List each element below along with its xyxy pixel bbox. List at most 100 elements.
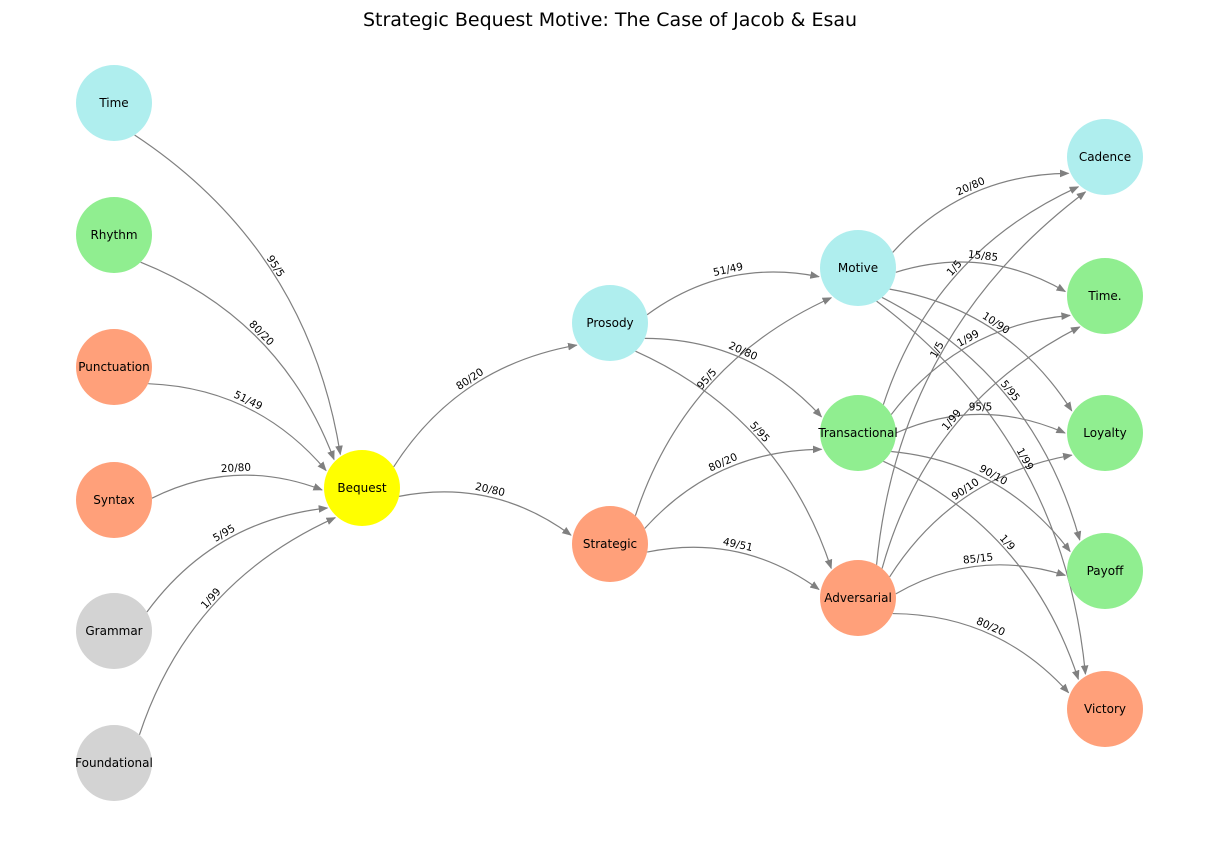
node-circle [76, 725, 152, 801]
node-label: Cadence [1079, 150, 1131, 164]
node-syntax: Syntax [76, 462, 152, 538]
node-label: Bequest [337, 481, 386, 495]
edge-time-bequest [134, 134, 343, 456]
node-label: Victory [1084, 702, 1126, 716]
edge-motive-victory [876, 300, 1089, 676]
edge-adversarial-cadence [875, 191, 1087, 565]
nodes-layer: TimeRhythmPunctuationSyntaxGrammarFounda… [75, 65, 1143, 801]
node-label: Time [98, 96, 128, 110]
node-circle [1067, 119, 1143, 195]
edge-punctuation-bequest [148, 383, 327, 472]
edge-adversarial-payoff [895, 564, 1067, 595]
edge-weight-label: 20/80 [954, 175, 987, 198]
node-strategic: Strategic [572, 506, 648, 582]
edge-weight-label: 1/9 [997, 533, 1017, 554]
node-label: Payoff [1087, 564, 1124, 578]
node-payoff: Payoff [1067, 533, 1143, 609]
node-circle [76, 329, 152, 405]
node-label: Transactional [817, 426, 897, 440]
node-punctuation: Punctuation [76, 329, 152, 405]
node-circle [1067, 258, 1143, 334]
edge-weight-label: 95/5 [695, 366, 720, 392]
node-circle [572, 285, 648, 361]
edge-strategic-transactional [644, 445, 823, 529]
node-label: Motive [838, 261, 878, 275]
node-label: Time. [1087, 289, 1121, 303]
edge-weight-label: 80/20 [707, 451, 740, 474]
node-circle [1067, 671, 1143, 747]
edge-weight-label: 1/99 [940, 407, 964, 433]
node-foundational: Foundational [75, 725, 153, 801]
edge-weight-label: 1/99 [1014, 446, 1036, 472]
edge-transactional-time2 [890, 312, 1071, 415]
edge-motive-payoff [881, 296, 1082, 541]
edge-strategic-adversarial [647, 546, 820, 591]
edge-strategic-motive [634, 297, 833, 516]
node-cadence: Cadence [1067, 119, 1143, 195]
diagram-title: Strategic Bequest Motive: The Case of Ja… [363, 9, 857, 31]
node-label: Adversarial [824, 591, 892, 605]
node-circle [572, 506, 648, 582]
edge-weight-label: 80/20 [246, 318, 276, 348]
node-circle [324, 450, 400, 526]
node-circle [1067, 395, 1143, 471]
node-circle [76, 593, 152, 669]
edge-weight-label: 20/80 [474, 481, 506, 499]
edge-prosody-transactional [644, 337, 823, 418]
node-circle [1067, 533, 1143, 609]
edge-weight-label: 51/49 [232, 389, 264, 413]
edge-adversarial-loyalty [889, 452, 1073, 578]
edge-foundational-bequest [138, 517, 337, 735]
node-loyalty: Loyalty [1067, 395, 1143, 471]
edge-syntax-bequest [151, 474, 323, 499]
node-grammar: Grammar [76, 593, 152, 669]
node-circle [820, 395, 896, 471]
edge-transactional-cadence [882, 186, 1080, 405]
edge-weight-label: 95/5 [969, 401, 993, 413]
node-rhythm: Rhythm [76, 197, 152, 273]
edge-rhythm-bequest [140, 261, 335, 461]
edge-weight-label: 1/99 [199, 586, 224, 612]
edge-adversarial-victory [892, 612, 1070, 694]
node-circle [820, 560, 896, 636]
edge-grammar-bequest [146, 505, 329, 613]
edge-weight-label: 15/85 [967, 249, 998, 264]
node-circle [76, 462, 152, 538]
edge-weight-label: 1/5 [928, 340, 947, 361]
edge-weight-label: 80/20 [974, 615, 1007, 638]
node-circle [820, 230, 896, 306]
node-time: Time [76, 65, 152, 141]
edge-bequest-prosody [393, 342, 578, 468]
edge-weight-label: 95/5 [264, 253, 287, 279]
node-circle [76, 197, 152, 273]
node-time2: Time. [1067, 258, 1143, 334]
edge-adversarial-time2 [881, 326, 1081, 569]
edge-motive-loyalty [889, 288, 1073, 412]
edge-prosody-adversarial [635, 350, 833, 570]
edge-weight-label: 20/80 [221, 462, 252, 475]
edge-transactional-victory [883, 460, 1080, 681]
node-bequest: Bequest [324, 450, 400, 526]
node-label: Rhythm [90, 228, 137, 242]
edge-weight-label: 90/10 [977, 463, 1009, 488]
node-label: Punctuation [78, 360, 149, 374]
node-prosody: Prosody [572, 285, 648, 361]
edge-weight-label: 1/5 [945, 258, 965, 279]
node-motive: Motive [820, 230, 896, 306]
edge-bequest-strategic [398, 491, 572, 536]
edge-weight-label: 49/51 [722, 536, 754, 554]
edge-weight-label: 5/95 [998, 378, 1022, 404]
edge-motive-cadence [892, 169, 1070, 253]
edge-weight-label: 5/95 [747, 419, 772, 445]
edges-layer [134, 134, 1089, 735]
node-label: Grammar [85, 624, 142, 638]
node-label: Loyalty [1083, 426, 1126, 440]
node-label: Foundational [75, 756, 153, 770]
edge-weight-label: 51/49 [712, 261, 744, 279]
node-label: Prosody [586, 316, 633, 330]
node-label: Syntax [93, 493, 134, 507]
edge-motive-time2 [895, 261, 1067, 293]
edge-transactional-loyalty [895, 413, 1066, 434]
